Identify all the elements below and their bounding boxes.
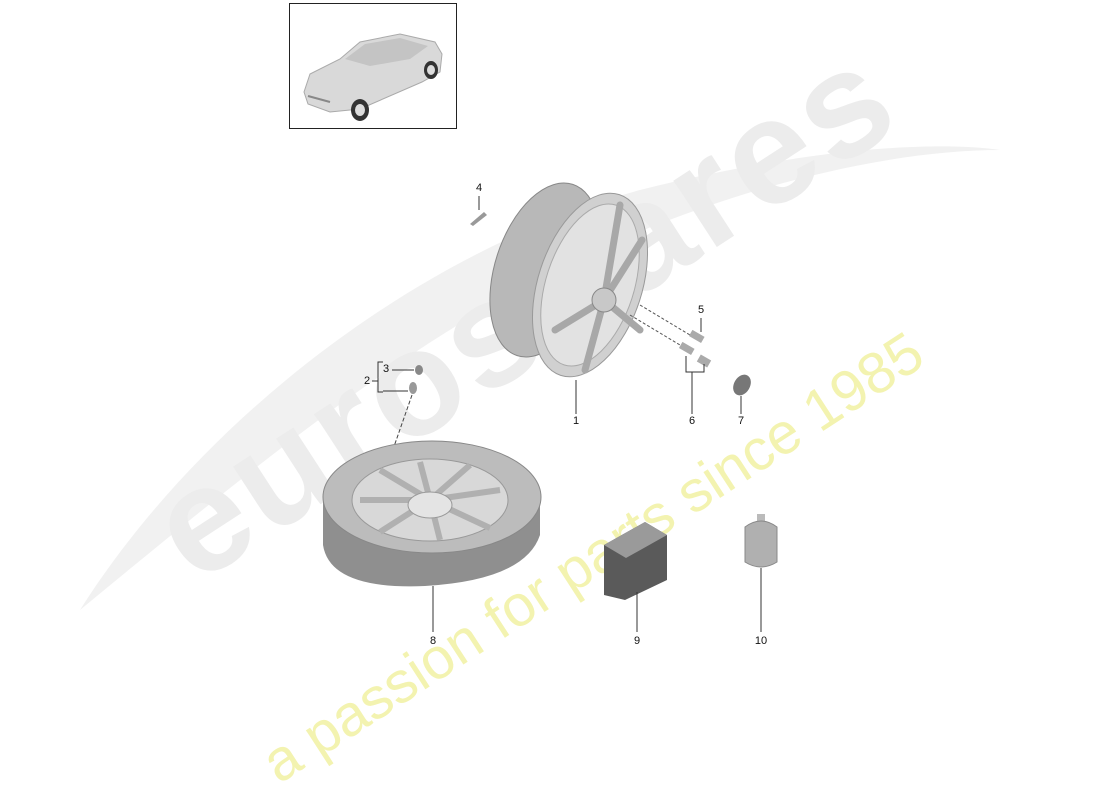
callout-9[interactable]: 9: [633, 635, 641, 647]
callout-7[interactable]: 7: [737, 415, 745, 427]
sealant-bottle-icon: [744, 514, 778, 632]
callout-2[interactable]: 2: [363, 375, 371, 387]
wheel-bolts-icon: [629, 304, 712, 414]
callout-4[interactable]: 4: [475, 182, 483, 194]
callout-10[interactable]: 10: [754, 635, 768, 647]
callout-8[interactable]: 8: [429, 635, 437, 647]
callout-6[interactable]: 6: [688, 415, 696, 427]
center-cap-icon: [733, 374, 751, 414]
balance-weight-icon: [470, 196, 487, 226]
callout-5[interactable]: 5: [697, 304, 705, 316]
valve-icon: [372, 361, 423, 479]
callout-1[interactable]: 1: [572, 415, 580, 427]
suv-car-icon: [303, 33, 443, 121]
alloy-wheel-icon: [489, 182, 649, 414]
spare-wheel-icon: [322, 440, 542, 632]
vehicle-thumbnail: [289, 3, 457, 129]
callout-3[interactable]: 3: [382, 363, 390, 375]
compressor-icon: [604, 522, 667, 632]
